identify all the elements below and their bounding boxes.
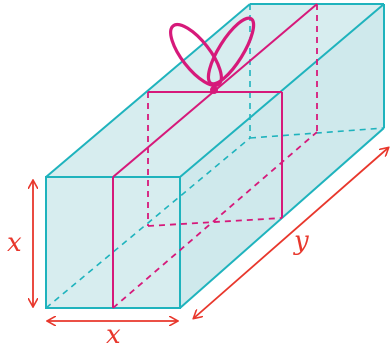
bow-knot [210, 86, 218, 94]
height-label: x [7, 228, 22, 258]
edge-top-left [45, 3, 251, 178]
bow-loop-left [169, 22, 223, 88]
bow-loop-right [206, 16, 256, 86]
length-arrow [194, 148, 388, 318]
dimensions [33, 148, 388, 321]
width-label: x [106, 320, 121, 346]
box [45, 3, 385, 309]
length-label: y [293, 226, 309, 256]
ribbon-bow [169, 16, 256, 94]
